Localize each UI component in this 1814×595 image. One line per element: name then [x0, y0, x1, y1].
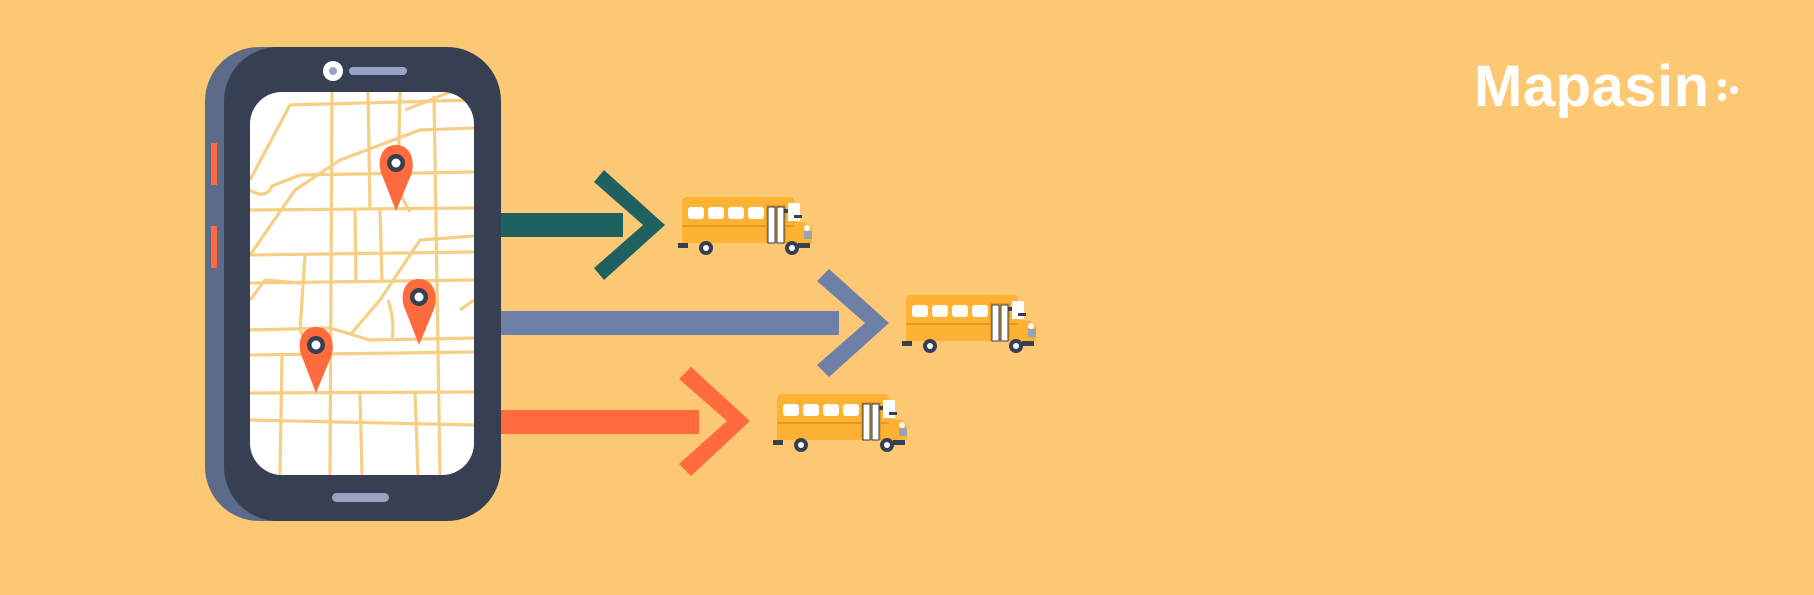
- brand-dots-icon: [1717, 75, 1744, 105]
- arrow-right-icon: [501, 367, 750, 476]
- map-pin-icon: [299, 327, 333, 393]
- map-pin-icon: [379, 145, 413, 211]
- brand-logo: Mapasin: [1474, 52, 1744, 122]
- school-bus-icon: [678, 196, 813, 255]
- school-bus-icon: [902, 294, 1037, 353]
- arrow-right-icon: [501, 170, 665, 280]
- smartphone-icon: [205, 47, 501, 521]
- map-roads: [250, 92, 474, 475]
- arrow-right-icon: [501, 269, 889, 377]
- map-pin-icon: [402, 279, 436, 345]
- school-bus-icon: [773, 393, 908, 452]
- brand-name: Mapasin: [1474, 54, 1710, 119]
